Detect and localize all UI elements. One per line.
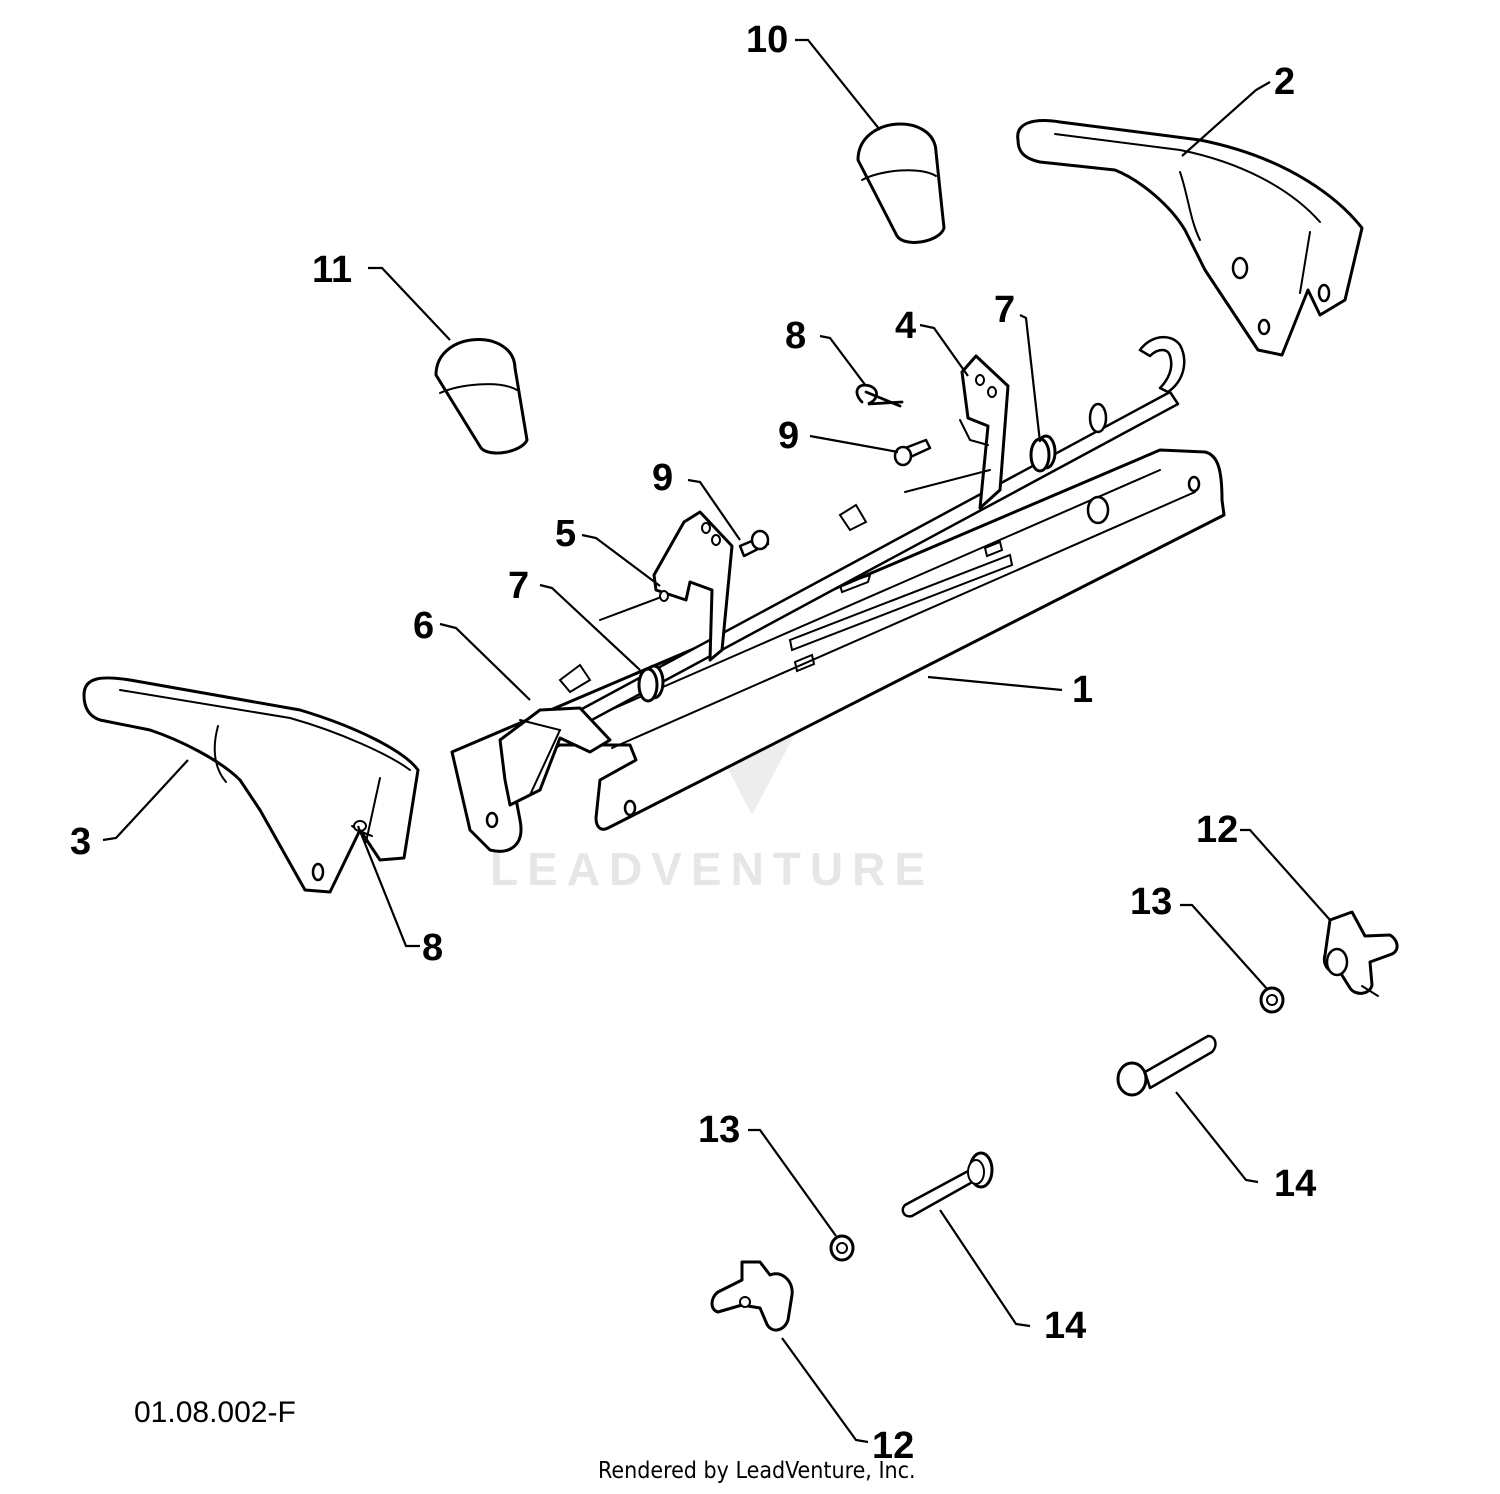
- part-3-lever-arm[interactable]: [82, 676, 420, 894]
- part-14-carriage-bolt-right[interactable]: [1116, 1034, 1217, 1097]
- part-4-plate[interactable]: [904, 354, 1010, 510]
- callout-12-lower: 12: [872, 1425, 914, 1467]
- callout-9-upper: 9: [778, 415, 799, 457]
- part-14-carriage-bolt-lower[interactable]: [901, 1151, 994, 1218]
- callout-10: 10: [746, 19, 788, 61]
- drawing-code: 01.08.002-F: [134, 1396, 296, 1429]
- part-7-spacer-right[interactable]: [1029, 434, 1057, 473]
- part-8-hairpin-clip-upper[interactable]: [855, 383, 904, 408]
- part-5-plate[interactable]: [652, 510, 734, 662]
- callout-8-upper: 8: [785, 315, 806, 357]
- render-credit: Rendered by LeadVenture, Inc.: [598, 1458, 916, 1484]
- callout-14-right: 14: [1274, 1163, 1316, 1205]
- part-7-spacer-left[interactable]: [637, 664, 665, 703]
- part-9-bolt-upper[interactable]: [893, 438, 932, 467]
- callout-7-right: 7: [994, 289, 1015, 331]
- part-11-knob[interactable]: [434, 338, 529, 455]
- callout-3: 3: [70, 821, 91, 863]
- part-1-main-bracket[interactable]: [450, 448, 1226, 853]
- callout-13-lower: 13: [698, 1109, 740, 1151]
- callout-7-left: 7: [508, 565, 529, 607]
- callout-13-upper: 13: [1130, 881, 1172, 923]
- callout-14-lower: 14: [1044, 1305, 1086, 1347]
- callout-8-lower: 8: [422, 927, 443, 969]
- callout-numbers: 1 2 3 4 5 6 7 7 8 8 9 9 10 11 12 12 13 1…: [70, 19, 1316, 1467]
- callout-6: 6: [413, 605, 434, 647]
- leader-lines: [102, 38, 1331, 1444]
- part-10-knob[interactable]: [856, 122, 946, 244]
- callout-12-right: 12: [1196, 809, 1238, 851]
- callout-4: 4: [895, 305, 916, 347]
- watermark-text: LEADVENTURE: [490, 843, 934, 895]
- shaft-rod[interactable]: [578, 335, 1186, 724]
- callout-9-lower: 9: [652, 457, 673, 499]
- part-12-star-knob-right[interactable]: [1322, 910, 1399, 997]
- part-12-star-knob-lower[interactable]: [710, 1260, 794, 1332]
- part-2-lever-arm[interactable]: [1016, 119, 1364, 357]
- part-6-bracket[interactable]: [498, 503, 868, 807]
- part-13-nut-upper[interactable]: [1259, 986, 1285, 1014]
- callout-2: 2: [1274, 61, 1295, 103]
- part-9-bolt-lower[interactable]: [738, 529, 770, 558]
- callout-5: 5: [555, 513, 576, 555]
- callout-11: 11: [312, 249, 352, 291]
- callout-1: 1: [1072, 669, 1093, 711]
- part-13-nut-lower[interactable]: [829, 1234, 855, 1262]
